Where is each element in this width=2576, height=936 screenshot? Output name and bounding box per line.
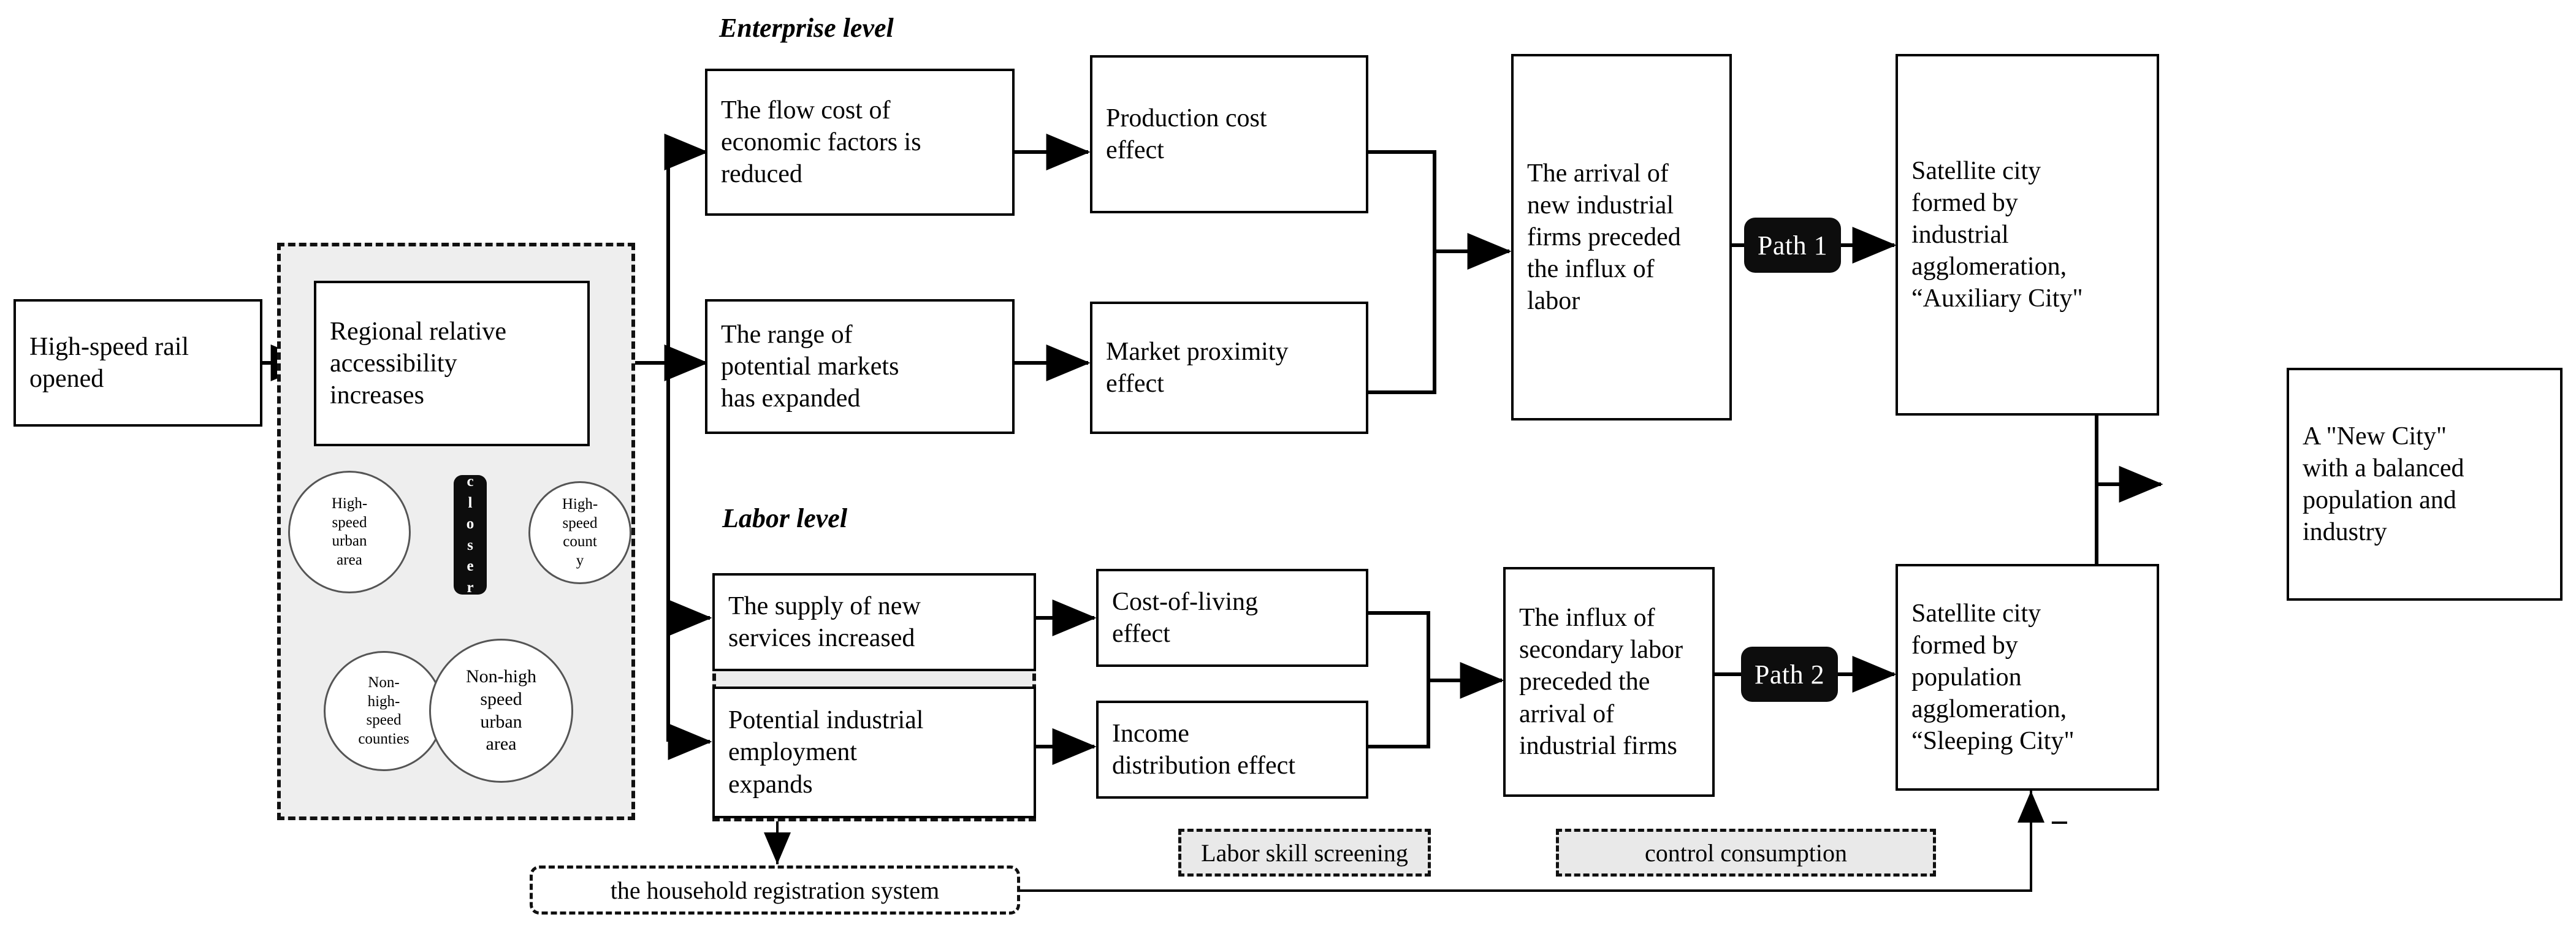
closer-chip: c l o s e r: [454, 473, 487, 596]
node-flow-cost[interactable]: The flow cost of economic factors is red…: [705, 69, 1015, 216]
bubble-non-high-speed-urban-area: Non-high speed urban area: [429, 639, 573, 783]
household-registration-chip[interactable]: the household registration system: [530, 866, 1020, 915]
node-cost-of-living-effect[interactable]: Cost-of-living effect: [1096, 569, 1368, 667]
closer-letter-l: l: [468, 494, 473, 511]
node-influx-of-secondary-labor[interactable]: The influx of secondary labor preceded t…: [1503, 567, 1715, 797]
node-income-distribution-effect[interactable]: Income distribution effect: [1096, 701, 1368, 799]
node-sleeping-city[interactable]: Satellite city formed by population aggl…: [1896, 564, 2159, 791]
node-supply-of-new-services[interactable]: The supply of new services increased: [712, 573, 1036, 671]
node-market-range[interactable]: The range of potential markets has expan…: [705, 299, 1015, 434]
enterprise-level-tag: Enterprise level: [719, 13, 894, 43]
closer-letter-r: r: [467, 579, 474, 596]
bubble-non-high-speed-counties: Non- high- speed counties: [324, 651, 444, 771]
path-2-chip[interactable]: Path 2: [1741, 647, 1838, 702]
closer-letter-s: s: [467, 536, 473, 554]
node-regional-accessibility[interactable]: Regional relative accessibility increase…: [314, 281, 590, 446]
path-1-chip[interactable]: Path 1: [1744, 218, 1841, 273]
node-auxiliary-city[interactable]: Satellite city formed by industrial aggl…: [1896, 54, 2159, 416]
bubble-high-speed-urban-area: High- speed urban area: [288, 471, 411, 593]
labor-level-tag: Labor level: [722, 503, 848, 533]
labor-skill-screening-chip[interactable]: Labor skill screening: [1178, 829, 1431, 877]
node-arrival-of-industrial-firms[interactable]: The arrival of new industrial firms prec…: [1511, 54, 1732, 420]
control-consumption-chip[interactable]: control consumption: [1556, 829, 1936, 877]
negative-sign-annotation: −: [2050, 804, 2069, 841]
closer-letter-c: c: [467, 473, 474, 490]
node-potential-industrial-employment[interactable]: Potential industrial employment expands: [712, 687, 1036, 818]
node-market-proximity-effect[interactable]: Market proximity effect: [1090, 302, 1368, 434]
node-hsr-opened[interactable]: High-speed rail opened: [13, 299, 262, 427]
bubble-high-speed-county: High- speed count y: [528, 481, 631, 584]
closer-letter-e: e: [467, 558, 474, 574]
node-new-city[interactable]: A "New City" with a balanced population …: [2287, 368, 2563, 601]
closer-letter-o: o: [466, 516, 474, 532]
node-production-cost-effect[interactable]: Production cost effect: [1090, 55, 1368, 213]
